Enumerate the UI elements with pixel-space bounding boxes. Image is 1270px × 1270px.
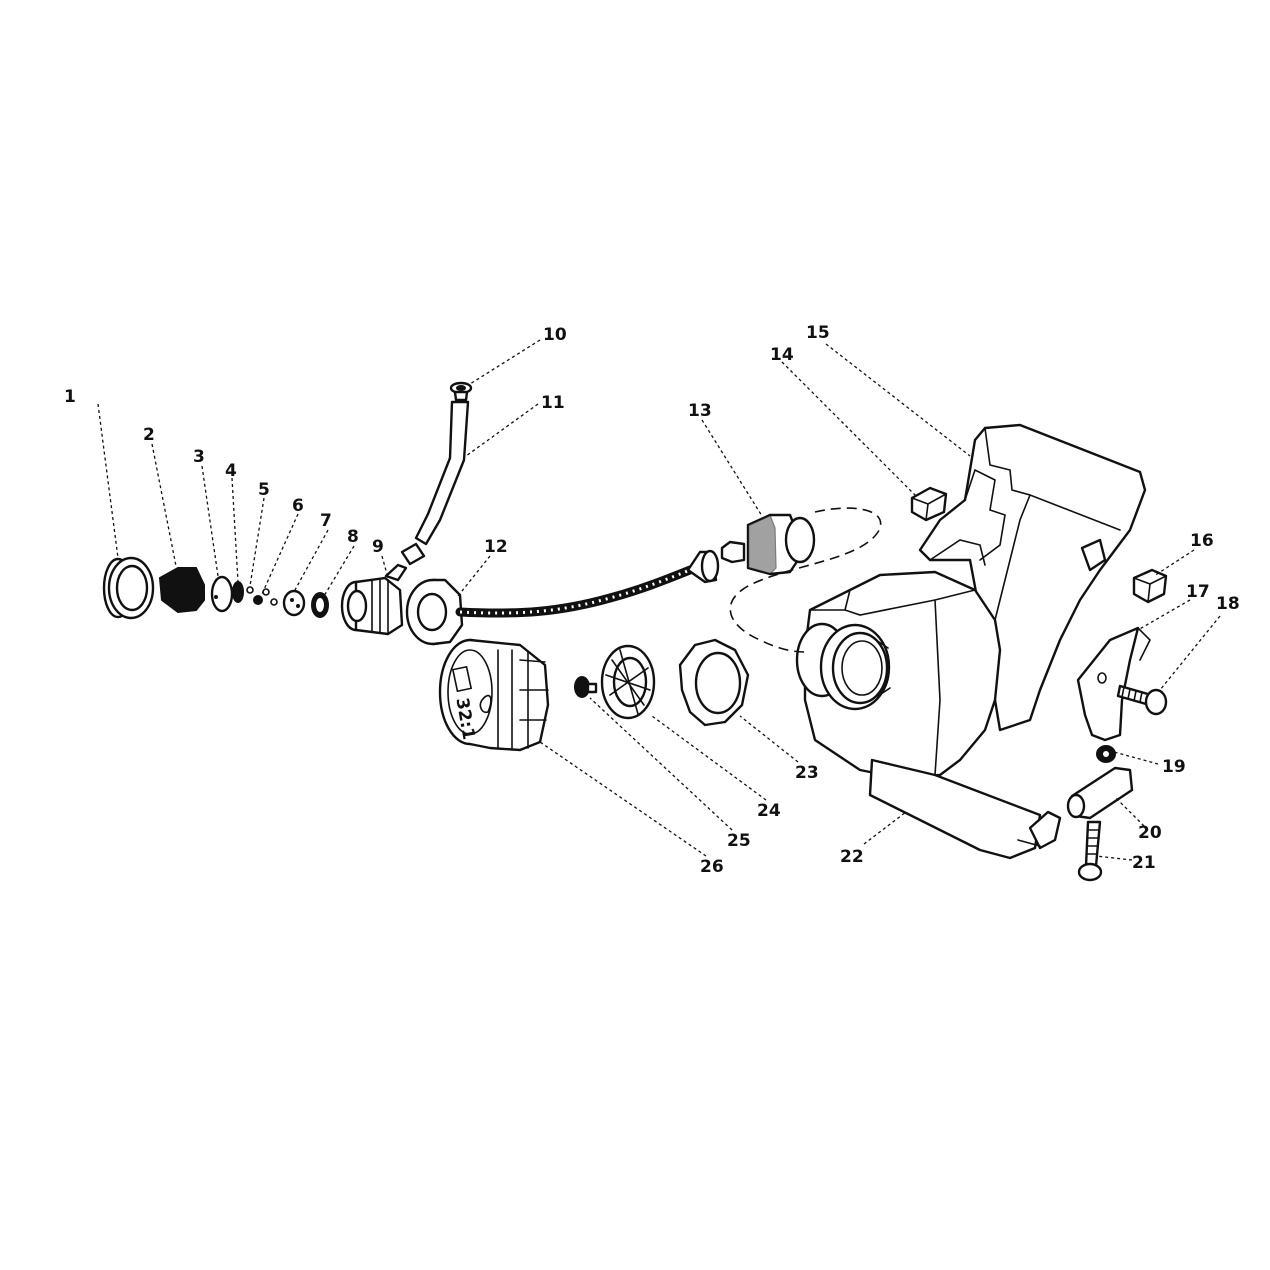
fuel-cap-parts (438, 638, 750, 752)
callout-8: 8 (347, 527, 359, 547)
flex-hose (455, 507, 882, 653)
leader-lines (97, 339, 1221, 861)
callout-21: 21 (1132, 853, 1156, 873)
callout-14: 14 (770, 345, 794, 365)
callout-11: 11 (541, 393, 565, 413)
callout-13: 13 (688, 401, 712, 421)
callout-15: 15 (806, 323, 830, 343)
tank-housing (795, 423, 1147, 860)
callout-5: 5 (258, 480, 270, 500)
vent-tube (400, 381, 473, 566)
callout-18: 18 (1216, 594, 1240, 614)
callout-9: 9 (372, 537, 384, 557)
callout-26: 26 (700, 857, 724, 877)
callout-12: 12 (484, 537, 508, 557)
callout-6: 6 (292, 496, 304, 516)
callout-7: 7 (320, 511, 332, 531)
callout-25: 25 (727, 831, 751, 851)
callout-23: 23 (795, 763, 819, 783)
callout-22: 22 (840, 847, 864, 867)
callout-19: 19 (1162, 757, 1186, 777)
callout-10: 10 (543, 325, 567, 345)
callout-3: 3 (193, 447, 205, 467)
hardware (910, 486, 1168, 882)
callout-4: 4 (225, 461, 237, 481)
callout-1: 1 (64, 387, 76, 407)
callout-2: 2 (143, 425, 155, 445)
callout-16: 16 (1190, 531, 1214, 551)
pickup-parts (102, 556, 464, 646)
callout-labels: 1 2 3 4 5 6 7 8 9 10 11 12 13 14 15 16 1… (64, 323, 1240, 877)
callout-17: 17 (1186, 582, 1210, 602)
callout-20: 20 (1138, 823, 1162, 843)
callout-24: 24 (757, 801, 781, 821)
